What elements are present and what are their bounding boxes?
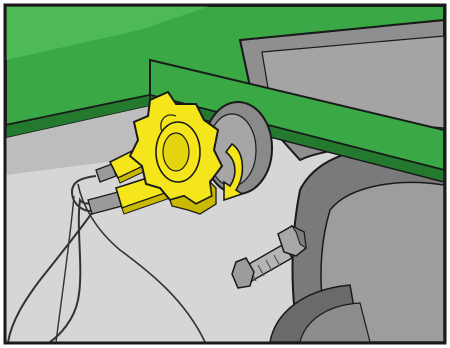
technical-illustration [0, 0, 450, 348]
